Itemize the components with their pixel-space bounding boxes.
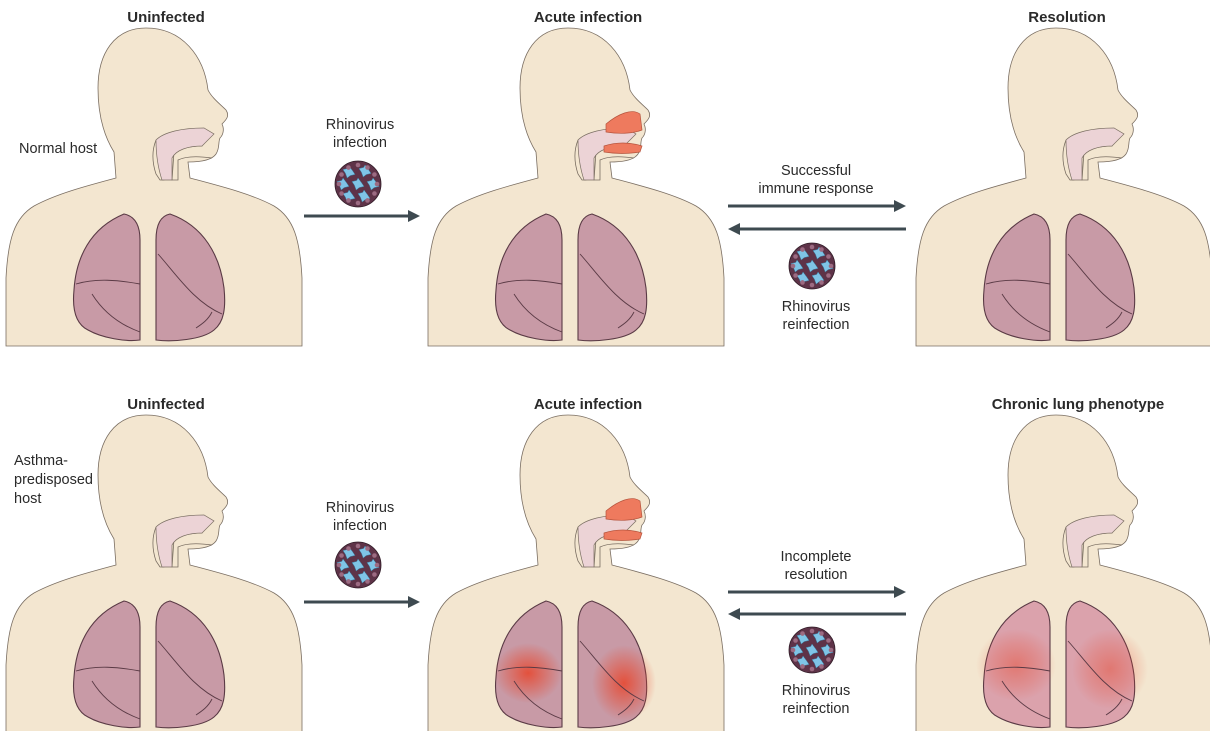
virus-surface-dot — [810, 667, 815, 672]
virus-surface-dot — [365, 198, 370, 203]
virus-surface-dot — [372, 191, 377, 196]
arrow-head — [408, 210, 420, 222]
virus-surface-dot — [339, 191, 344, 196]
virus-surface-dot — [800, 247, 805, 252]
virus-surface-dot — [800, 631, 805, 636]
virus-surface-dot — [826, 657, 831, 662]
virus-surface-dot — [356, 163, 361, 168]
virus-surface-dot — [337, 182, 342, 187]
virus-surface-dot — [810, 245, 815, 250]
virus-surface-dot — [829, 264, 834, 269]
inflammation-left — [976, 629, 1056, 701]
virus-surface-dot — [346, 165, 351, 170]
back-arrow-normal — [728, 223, 906, 235]
inflamed-mouth — [604, 143, 642, 154]
virus-surface-dot — [793, 657, 798, 662]
virus-surface-dot — [356, 544, 361, 549]
virus-surface-dot — [793, 254, 798, 259]
arrow-head — [894, 586, 906, 598]
virus-surface-dot — [791, 264, 796, 269]
virus-surface-dot — [339, 572, 344, 577]
virus-surface-dot — [365, 579, 370, 584]
person-r1-c1 — [428, 415, 724, 731]
virus-surface-dot — [339, 553, 344, 558]
inflammation-right — [592, 645, 656, 721]
virus-surface-dot — [829, 648, 834, 653]
inflamed-mouth — [604, 530, 642, 541]
virus-surface-dot — [339, 172, 344, 177]
person-r1-c2 — [916, 415, 1210, 731]
back-arrow-asthma — [728, 608, 906, 620]
virus-surface-dot — [826, 273, 831, 278]
virus-surface-dot — [356, 582, 361, 587]
virus-reinfection-normal — [789, 243, 835, 289]
virus-infection-asthma — [335, 542, 381, 588]
virus-surface-dot — [372, 572, 377, 577]
virus-surface-dot — [365, 546, 370, 551]
body-silhouette — [916, 415, 1210, 731]
infection-arrow-asthma — [304, 596, 420, 608]
virus-surface-dot — [346, 546, 351, 551]
person-r0-c2 — [916, 28, 1210, 346]
body-silhouette — [916, 28, 1210, 346]
body-silhouette — [6, 415, 302, 731]
virus-surface-dot — [372, 553, 377, 558]
arrow-head — [728, 608, 740, 620]
virus-surface-dot — [375, 182, 380, 187]
virus-surface-dot — [810, 283, 815, 288]
virus-surface-dot — [819, 664, 824, 669]
virus-surface-dot — [372, 172, 377, 177]
virus-surface-dot — [800, 664, 805, 669]
virus-surface-dot — [826, 638, 831, 643]
virus-infection-normal — [335, 161, 381, 207]
arrow-head — [894, 200, 906, 212]
person-r0-c1 — [428, 28, 724, 346]
person-r0-c0 — [6, 28, 302, 346]
inflammation-left — [494, 643, 562, 703]
virus-surface-dot — [810, 629, 815, 634]
virus-surface-dot — [819, 631, 824, 636]
person-r1-c0 — [6, 415, 302, 731]
virus-surface-dot — [375, 563, 380, 568]
virus-surface-dot — [337, 563, 342, 568]
virus-surface-dot — [356, 201, 361, 206]
virus-surface-dot — [800, 280, 805, 285]
arrow-head — [728, 223, 740, 235]
virus-surface-dot — [365, 165, 370, 170]
arrow-head — [408, 596, 420, 608]
virus-surface-dot — [791, 648, 796, 653]
body-silhouette — [428, 28, 724, 346]
virus-surface-dot — [346, 579, 351, 584]
virus-surface-dot — [826, 254, 831, 259]
virus-surface-dot — [793, 273, 798, 278]
body-silhouette — [6, 28, 302, 346]
virus-surface-dot — [819, 280, 824, 285]
body-silhouette — [428, 415, 724, 731]
forward-arrow-asthma — [728, 586, 906, 598]
forward-arrow-normal — [728, 200, 906, 212]
virus-surface-dot — [819, 247, 824, 252]
infection-arrow-normal — [304, 210, 420, 222]
virus-reinfection-asthma — [789, 627, 835, 673]
virus-surface-dot — [793, 638, 798, 643]
virus-surface-dot — [346, 198, 351, 203]
inflammation-right — [1072, 629, 1148, 709]
